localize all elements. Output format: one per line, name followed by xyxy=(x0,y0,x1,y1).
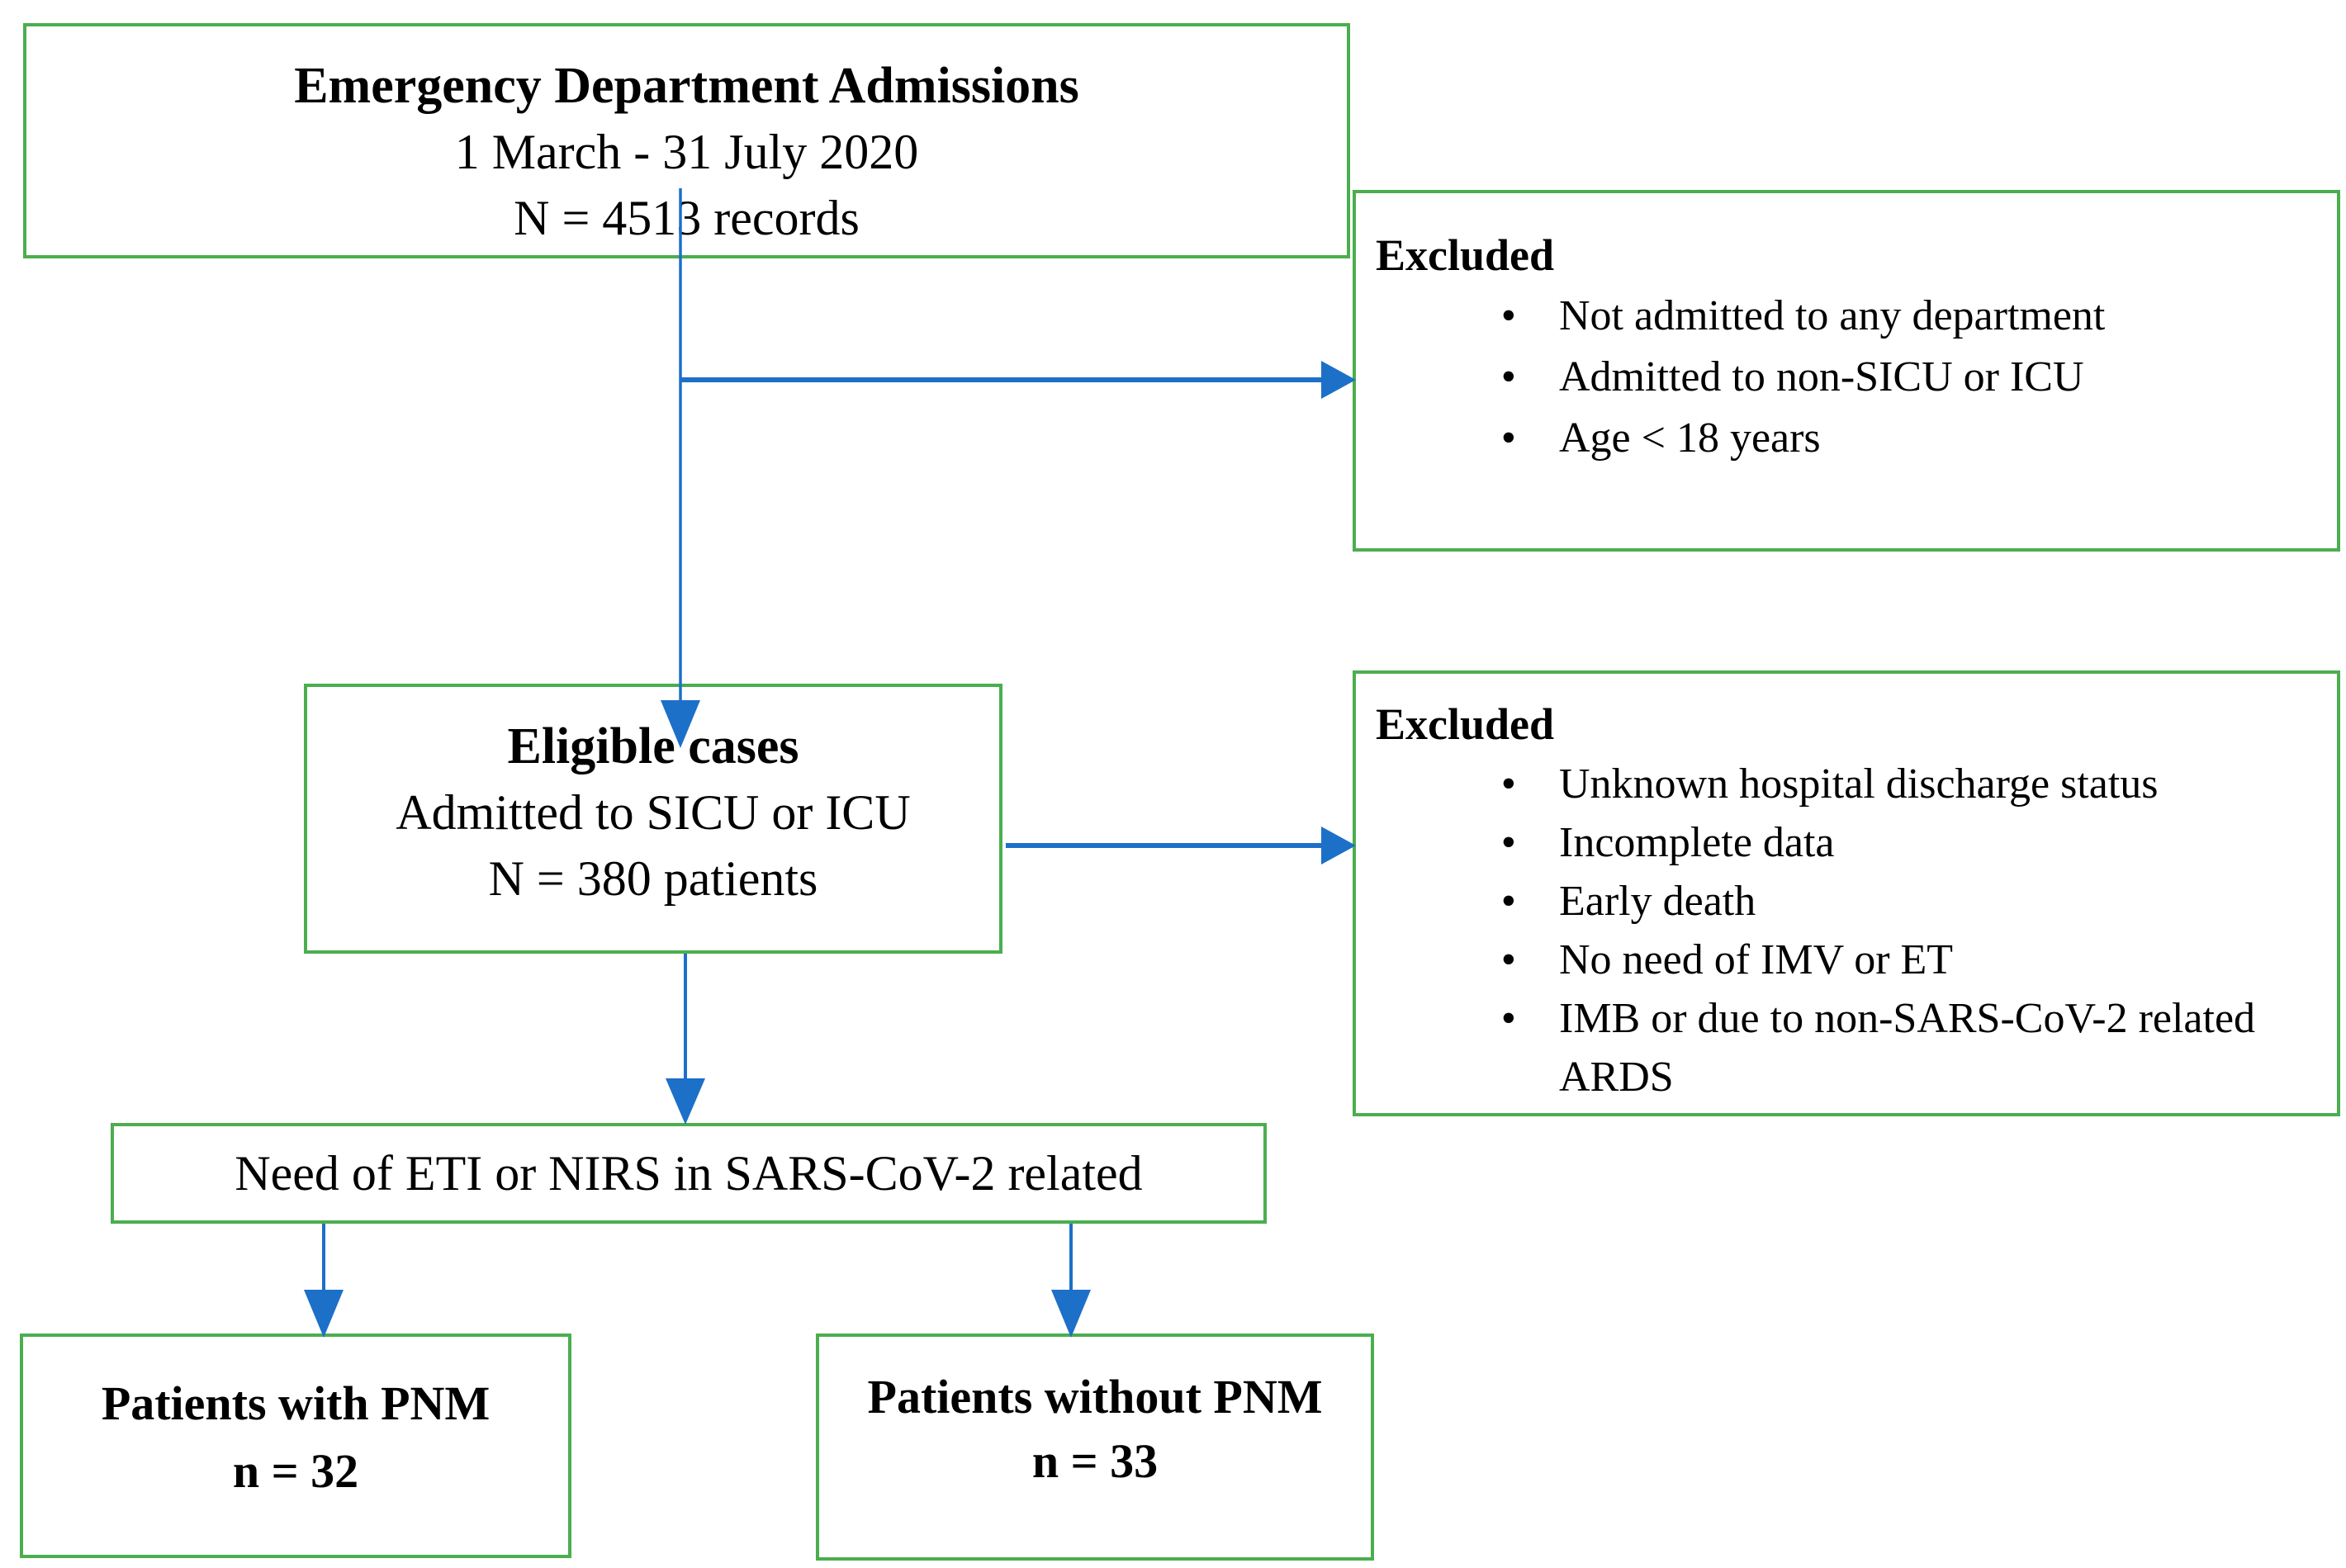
excluded-top-heading: Excluded xyxy=(1376,230,1555,280)
patients-without-pnm-title: Patients without PNM xyxy=(867,1370,1323,1424)
patients-with-pnm-title: Patients with PNM xyxy=(101,1376,491,1430)
excluded-mid-item: Incomplete data xyxy=(1559,813,2320,872)
patients-without-pnm-count: n = 33 xyxy=(1031,1434,1159,1488)
admissions-period: 1 March - 31 July 2020 xyxy=(454,125,919,179)
excluded-top-item: Age < 18 years xyxy=(1559,408,2320,469)
need-eti-nirs-label: Need of ETI or NIRS in SARS-CoV-2 relate… xyxy=(235,1146,1143,1201)
excluded-mid-heading: Excluded xyxy=(1376,699,1555,749)
patients-with-pnm-box: Patients with PNM n = 32 xyxy=(20,1334,571,1558)
arrowhead-need-to-with-pnm xyxy=(304,1290,344,1338)
eligible-count: N = 380 patients xyxy=(488,851,818,906)
excluded-mid-list: Unknown hospital discharge status Incomp… xyxy=(1376,755,2320,1106)
arrowhead-to-excluded-mid xyxy=(1321,827,1356,865)
eligible-box: Eligible cases Admitted to SICU or ICU N… xyxy=(304,684,1002,954)
patients-with-pnm-count: n = 32 xyxy=(232,1444,359,1498)
excluded-top-item: Admitted to non-SICU or ICU xyxy=(1559,347,2320,408)
eligible-title: Eligible cases xyxy=(507,718,799,775)
patients-without-pnm-box: Patients without PNM n = 33 xyxy=(816,1334,1374,1561)
admissions-title: Emergency Department Admissions xyxy=(294,58,1079,114)
excluded-mid-item: Early death xyxy=(1559,872,2320,931)
admissions-box: Emergency Department Admissions 1 March … xyxy=(23,23,1350,258)
excluded-top-list: Not admitted to any department Admitted … xyxy=(1376,286,2320,469)
excluded-mid-box: Excluded Unknown hospital discharge stat… xyxy=(1353,670,2340,1116)
excluded-mid-item: No need of IMV or ET xyxy=(1559,931,2320,989)
need-eti-nirs-box: Need of ETI or NIRS in SARS-CoV-2 relate… xyxy=(111,1123,1267,1224)
arrowhead-need-to-without-pnm xyxy=(1051,1290,1091,1338)
excluded-mid-item: IMB or due to non-SARS-CoV-2 related ARD… xyxy=(1559,989,2320,1106)
arrowhead-to-excluded-top xyxy=(1321,361,1356,399)
excluded-top-item: Not admitted to any department xyxy=(1559,286,2320,347)
excluded-top-box: Excluded Not admitted to any department … xyxy=(1353,190,2340,552)
arrowhead-eligible-to-need xyxy=(666,1078,705,1125)
excluded-mid-item: Unknown hospital discharge status xyxy=(1559,755,2320,813)
admissions-count: N = 4513 records xyxy=(514,191,860,245)
eligible-subtitle: Admitted to SICU or ICU xyxy=(396,785,911,840)
